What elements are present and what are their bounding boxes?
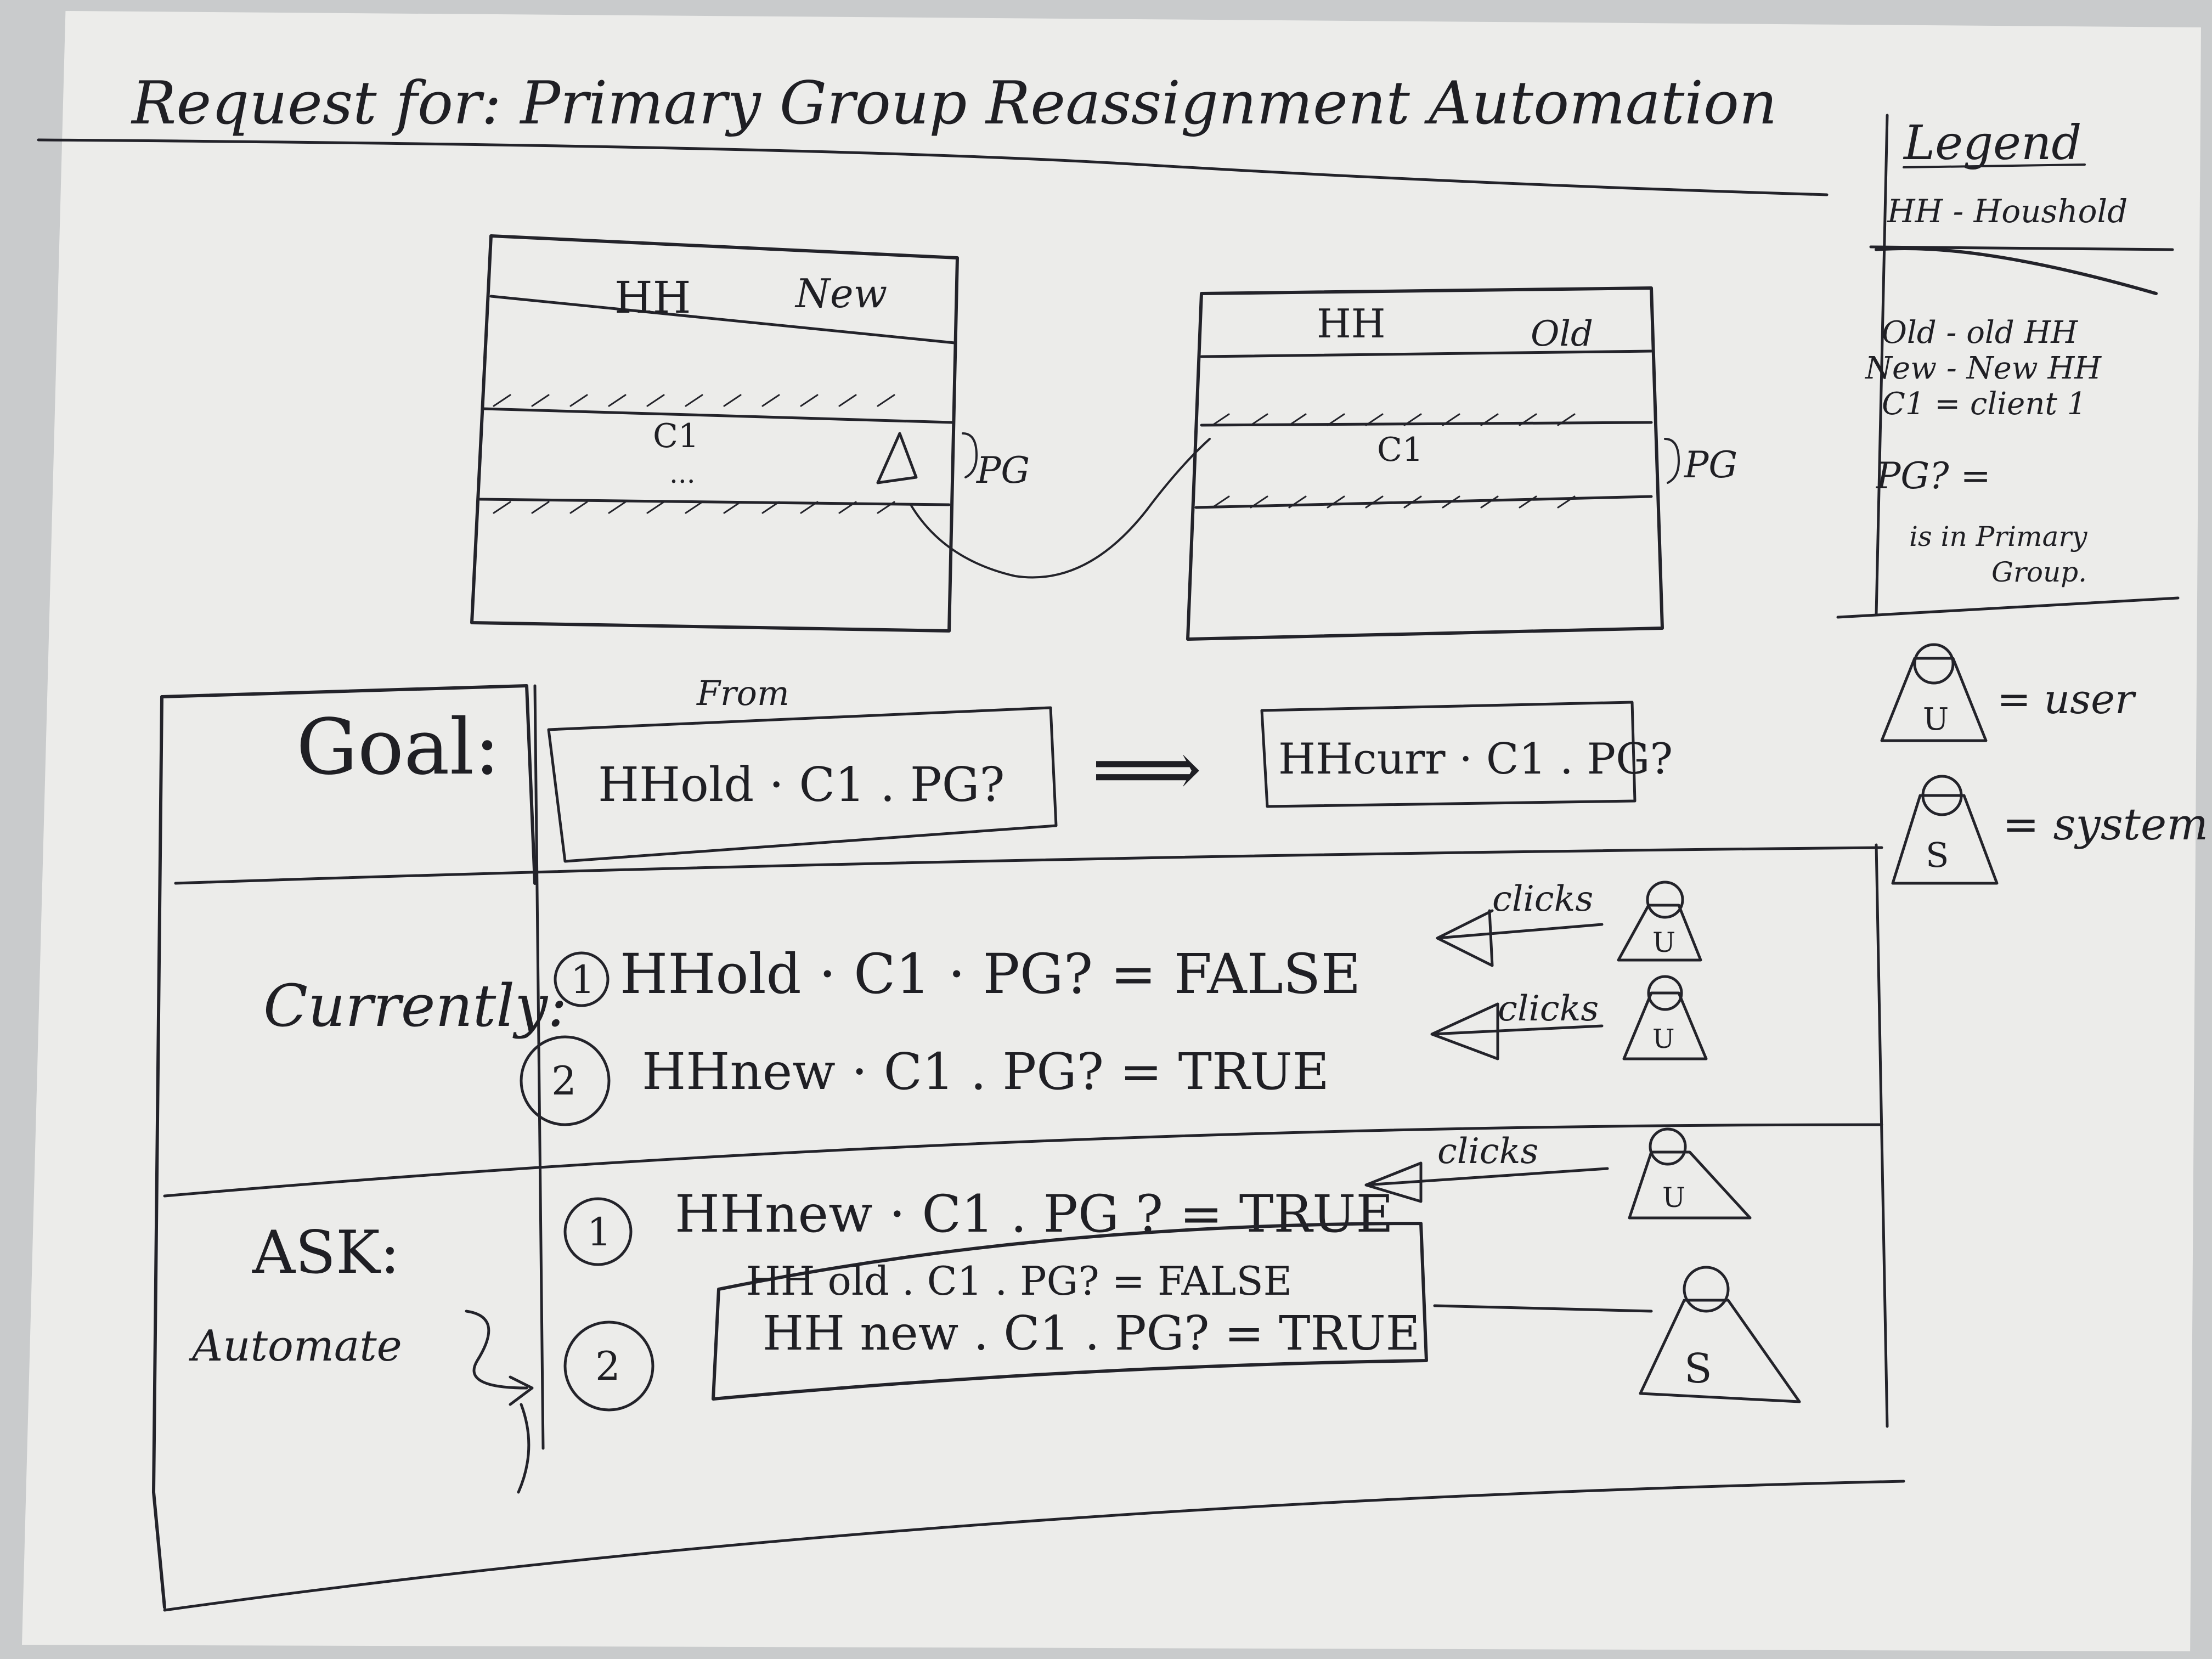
legend-entry-hh: HH - Houshold — [1887, 193, 2128, 230]
legend-entry-pg: PG? = — [1876, 455, 1991, 497]
section-grid — [152, 684, 1905, 1612]
paper-sheet — [22, 11, 2201, 1651]
ask-step-1: 1 HHnew · C1 . PG ? = TRUE clicks U — [563, 1127, 1752, 1266]
goal-to-box — [1260, 701, 1637, 808]
legend-system-label: = system — [2002, 799, 2208, 850]
legend-entry-c1: C1 = client 1 — [1882, 386, 2086, 422]
ask-step-2-line1: HH old . C1 . PG? = FALSE — [746, 1258, 1292, 1304]
currently-step-1-action: clicks — [1492, 879, 1593, 919]
legend-heading: Legend — [1903, 116, 2081, 171]
ask-step-2-line2: HH new . C1 . PG? = TRUE — [763, 1306, 1420, 1361]
goal-from-expr: HHold · C1 . PG? — [598, 758, 1005, 812]
new-table-row-c1: C1 — [653, 417, 699, 455]
currently-label: Currently: — [263, 972, 567, 1040]
user-symbol: U — [1880, 643, 1988, 742]
ask-step-1-expr: HHnew · C1 . PG ? = TRUE — [675, 1184, 1393, 1244]
ask-sublabel: Automate — [189, 1322, 402, 1371]
legend: Legend HH - Houshold Old - old HH New - … — [1836, 114, 2208, 885]
goal-from-label: From — [696, 673, 789, 713]
svg-text:U: U — [1923, 702, 1949, 737]
svg-text:2: 2 — [551, 1058, 577, 1104]
new-table-header-new: New — [794, 270, 887, 317]
svg-text:1: 1 — [571, 957, 595, 1002]
reassignment-curve — [910, 438, 1211, 579]
svg-text:S: S — [1926, 835, 1949, 875]
currently-step-2-expr: HHnew · C1 . PG? = TRUE — [642, 1042, 1329, 1101]
goal-arrow: ⟹ — [1092, 725, 1202, 814]
diagram-title: Request for: Primary Group Reassignment … — [131, 69, 1777, 138]
svg-text:S: S — [1684, 1345, 1712, 1392]
currently-step-1: 1 HHold · C1 · PG? = FALSE clicks U — [554, 879, 1702, 1007]
sketch-table-new: HH New C1 ... PG — [470, 234, 1030, 633]
goal-from-box — [547, 706, 1058, 863]
svg-text:2: 2 — [595, 1343, 620, 1389]
currently-step-2-action: clicks — [1498, 989, 1599, 1029]
new-table-row-dots: ... — [669, 458, 696, 489]
legend-entry-new: New - New HH — [1864, 351, 2102, 386]
ask-step-2: 2 HH old . C1 . PG? = FALSE HH new . C1 … — [563, 1222, 1801, 1412]
new-table-pg-label: PG — [976, 449, 1030, 492]
ask-pointer — [465, 1310, 534, 1494]
goal-to-expr: HHcurr · C1 . PG? — [1278, 735, 1673, 784]
sketch-table-old: HH Old C1 PG — [1186, 286, 1737, 641]
ask-label: ASK: — [252, 1218, 400, 1287]
goal-label: Goal: — [296, 703, 500, 792]
currently-step-1-expr: HHold · C1 · PG? = FALSE — [620, 942, 1361, 1006]
old-table-pg-label: PG — [1684, 444, 1737, 486]
legend-user-label: = user — [1997, 676, 2137, 723]
svg-text:1: 1 — [587, 1210, 612, 1255]
old-table-header-hh: HH — [1317, 301, 1386, 347]
legend-entry-old: Old - old HH — [1882, 315, 2078, 351]
svg-text:U: U — [1652, 1024, 1674, 1054]
old-table-header-old: Old — [1531, 314, 1593, 354]
old-table-row-c1: C1 — [1377, 431, 1423, 469]
ask-step-2-box — [712, 1222, 1428, 1401]
ask-step-1-action: clicks — [1437, 1131, 1538, 1172]
legend-entry-pg-desc1: is in Primary — [1909, 521, 2087, 552]
svg-text:U: U — [1662, 1182, 1685, 1214]
legend-entry-pg-desc2: Group. — [1991, 556, 2087, 588]
new-table-header-hh: HH — [614, 272, 691, 323]
svg-text:U: U — [1652, 927, 1675, 958]
system-symbol: S — [1891, 775, 1999, 885]
currently-step-2: 2 HHnew · C1 . PG? = TRUE clicks U — [520, 975, 1708, 1126]
